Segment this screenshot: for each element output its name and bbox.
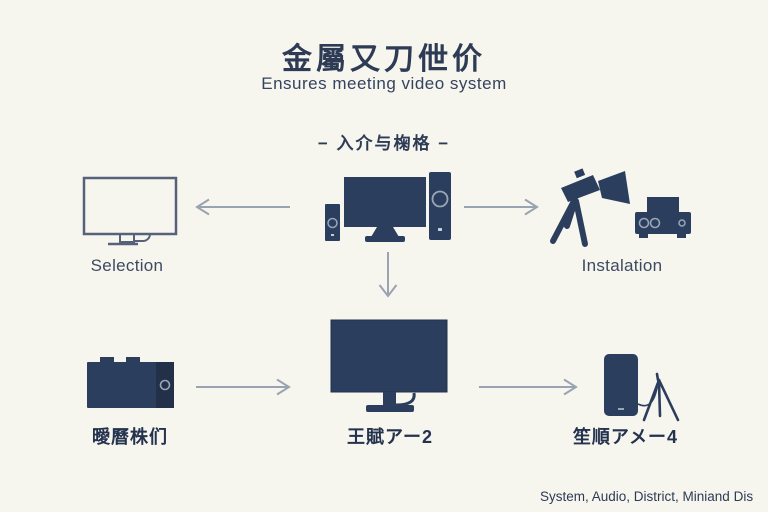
arrow-right-icon (462, 197, 542, 217)
page-subtitle: Ensures meeting video system (261, 74, 507, 93)
monitor-outline-icon (82, 176, 182, 246)
footer-caption: System, Audio, District, Miniand Dis (540, 489, 754, 504)
node-label-phone-tripod: 笙順アメー4 (572, 427, 679, 447)
media-box-icon (86, 357, 178, 411)
camera-tripod-receiver-icon (545, 168, 695, 248)
arrow-right-icon (194, 377, 294, 397)
node-label-media-box: 曖曆株们 (92, 427, 168, 447)
page-title: 金屬又刀伳价 (282, 43, 486, 76)
arrow-down-icon (377, 250, 399, 300)
node-label-display: 王賦アー2 (347, 427, 433, 447)
arrow-right-icon (477, 377, 581, 397)
node-label-installation: Instalation (581, 256, 663, 275)
node-label-selection: Selection (90, 256, 164, 275)
flow-section-label: − 入介与椈格 − (317, 134, 451, 153)
phone-tripod-icon (598, 352, 698, 424)
desktop-pc-speakers-icon (322, 172, 452, 242)
arrow-left-icon (192, 197, 292, 217)
monitor-solid-icon (330, 319, 450, 413)
